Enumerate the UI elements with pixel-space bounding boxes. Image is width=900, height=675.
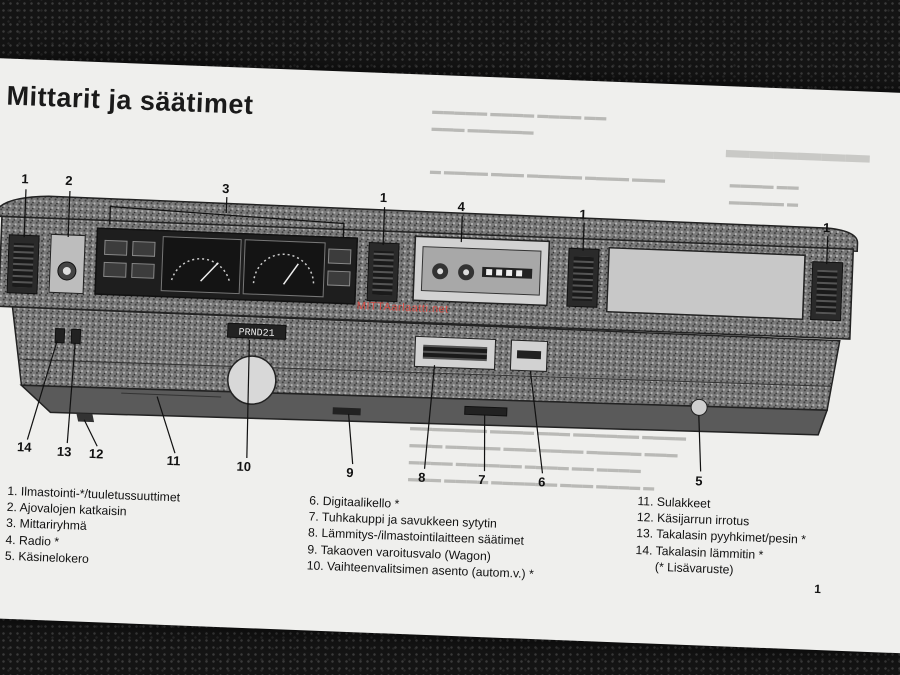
dashboard-illustration: PRND21 <box>0 189 859 474</box>
climate-controls <box>413 335 497 370</box>
liftgate-warning-light <box>332 407 361 416</box>
callout-13: 13 <box>56 443 72 460</box>
page-number: 1 <box>813 581 822 597</box>
callout-10: 10 <box>236 458 252 475</box>
manual-page: Mittarit ja säätimet ▬▬▬▬▬ ▬▬▬▬ ▬▬▬▬ ▬▬▬… <box>0 58 900 654</box>
headlight-switch <box>48 233 86 295</box>
glove-box-latch <box>690 398 708 416</box>
callout-6: 6 <box>537 474 546 490</box>
rear-wiper-switch <box>70 328 82 345</box>
callout-7: 7 <box>477 471 486 488</box>
dashboard-top-rail <box>0 195 859 253</box>
callout-9: 9 <box>346 464 354 481</box>
callout-leader-lines <box>23 189 829 474</box>
legend-left-column: 1. Ilmastointi-*/tuuletussuuttimet 2. Aj… <box>5 483 181 571</box>
callout-1-center-right: 1 <box>579 206 587 222</box>
legend-right-column: 11. Sulakkeet 12. Käsijarrun irrotus 13.… <box>635 493 808 580</box>
vent-center-right <box>566 247 600 308</box>
gear-indicator-text: PRND21 <box>238 328 274 340</box>
glove-box-panel <box>605 246 806 321</box>
callout-12: 12 <box>88 445 104 462</box>
parking-brake-release <box>76 413 95 423</box>
legend-middle-column: 6. Digitaalikello * 7. Tuhkakuppi ja sav… <box>306 492 536 582</box>
ashtray <box>464 405 508 417</box>
callout-5: 5 <box>695 473 703 489</box>
callout-2: 2 <box>65 172 73 189</box>
vent-far-left <box>6 234 40 295</box>
dashboard-bottom-lip <box>19 384 829 436</box>
callout-3: 3 <box>221 180 230 197</box>
radio-unit <box>412 235 551 307</box>
callout-14: 14 <box>16 439 32 455</box>
digital-clock <box>509 339 549 372</box>
callout-1-center-left: 1 <box>379 189 388 206</box>
instrument-cluster <box>94 227 359 305</box>
vent-far-right <box>810 261 844 322</box>
callout-1-right: 1 <box>822 219 831 236</box>
rear-defroster-switch <box>54 328 66 344</box>
callout-1-left: 1 <box>21 171 29 187</box>
steering-column <box>227 355 277 405</box>
vent-center-left <box>366 242 400 303</box>
callout-11: 11 <box>166 452 181 469</box>
gear-indicator: PRND21 <box>226 322 287 340</box>
callout-4: 4 <box>457 198 466 215</box>
callout-8: 8 <box>417 469 426 485</box>
